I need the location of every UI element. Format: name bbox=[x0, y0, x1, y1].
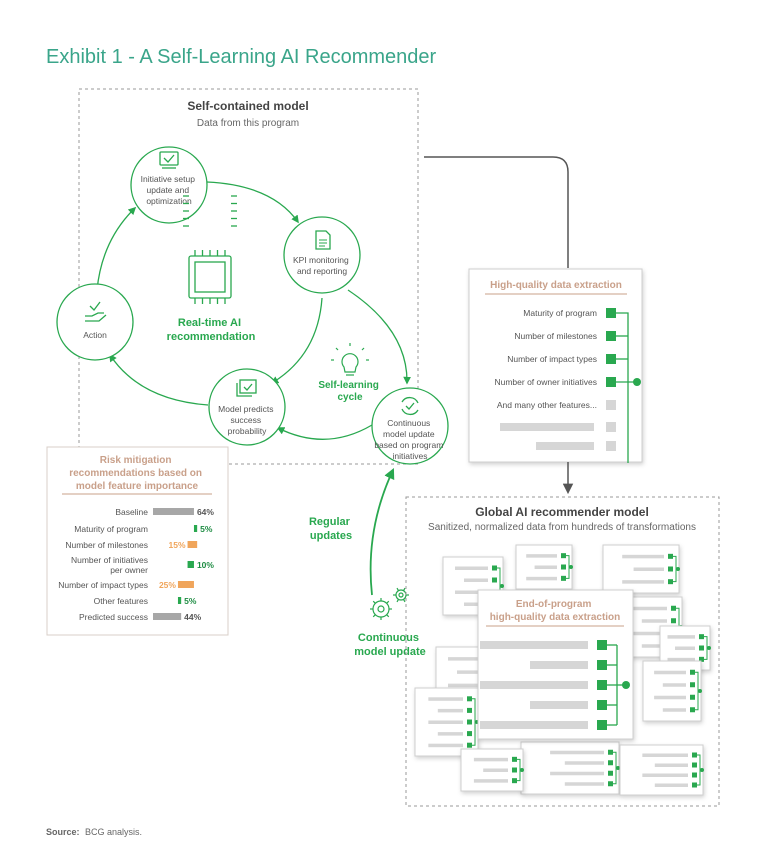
arrow-setup-to-kpi bbox=[206, 181, 299, 224]
risk-category-label: Maturity of program bbox=[74, 524, 148, 534]
risk-title: Risk mitigation recommendations based on… bbox=[69, 455, 205, 492]
risk-waterfall-chart: Baseline 64% Maturity of program 5% Number o… bbox=[58, 507, 214, 622]
risk-bar bbox=[193, 525, 198, 532]
risk-category-label: Predicted success bbox=[79, 612, 148, 622]
hq-feature-label: Number of owner initiatives bbox=[494, 377, 597, 387]
mini-data-card bbox=[414, 687, 479, 757]
mini-data-card bbox=[619, 744, 704, 796]
refresh-check-icon bbox=[401, 396, 419, 416]
mini-data-card bbox=[520, 741, 620, 795]
risk-category-label: Baseline bbox=[115, 507, 148, 517]
node-setup-label: Initiative setup update and optimization bbox=[141, 174, 198, 206]
regular-updates-label: Regular updates bbox=[309, 516, 353, 542]
node-kpi-monitoring: KPI monitoring and reporting bbox=[283, 216, 361, 294]
risk-value-label: 15% bbox=[169, 540, 186, 550]
hq-placeholder-row bbox=[536, 441, 616, 451]
end-program-row bbox=[530, 700, 617, 710]
mini-data-card bbox=[642, 660, 702, 722]
arrow-predict-to-action bbox=[109, 353, 209, 406]
global-model-subtitle: Sanitized, normalized data from hundreds… bbox=[428, 522, 696, 533]
hq-feature-row: Number of owner initiatives bbox=[494, 377, 616, 387]
end-program-node bbox=[622, 681, 630, 689]
risk-bar bbox=[187, 561, 194, 568]
hq-feature-label: Number of impact types bbox=[507, 354, 597, 364]
node-action-label: Action bbox=[83, 330, 107, 340]
hq-extraction-card: High-quality data extraction Maturity of… bbox=[468, 268, 643, 463]
risk-bar bbox=[177, 581, 194, 588]
continuous-update-label: Continuous model update bbox=[354, 632, 426, 658]
arrow-regular-updates bbox=[369, 468, 395, 596]
node-predict-label: Model predicts success probability bbox=[218, 404, 276, 436]
risk-bar bbox=[187, 541, 198, 548]
self-contained-model-panel: Self-contained model Data from this prog… bbox=[78, 88, 419, 465]
hq-bracket bbox=[616, 312, 629, 463]
node-continuous-update: Continuous model update based on program… bbox=[371, 387, 449, 465]
risk-value-label: 44% bbox=[184, 612, 201, 622]
hq-feature-label: Maturity of program bbox=[523, 308, 597, 318]
hq-feature-row: Maturity of program bbox=[523, 308, 616, 318]
risk-category-label: Other features bbox=[94, 596, 148, 606]
risk-bar bbox=[153, 508, 194, 515]
risk-value-label: 64% bbox=[197, 507, 214, 517]
hq-feature-row: And many other features... bbox=[497, 400, 616, 410]
feature-marker bbox=[606, 377, 616, 387]
gears-icon bbox=[370, 587, 409, 620]
risk-value-label: 10% bbox=[197, 560, 214, 570]
end-program-row bbox=[480, 720, 617, 730]
risk-value-label: 5% bbox=[200, 524, 213, 534]
risk-bar bbox=[177, 597, 182, 604]
risk-category-label: Number of milestones bbox=[65, 540, 148, 550]
center-recommendation-label: Real-time AI recommendation bbox=[167, 317, 256, 343]
arrow-action-to-setup bbox=[96, 206, 137, 291]
end-program-row bbox=[480, 640, 617, 650]
mini-data-card bbox=[602, 544, 680, 594]
self-learning-label: Self-learning cycle bbox=[318, 380, 381, 403]
feature-marker bbox=[606, 400, 616, 410]
hq-feature-label: And many other features... bbox=[497, 400, 597, 410]
end-of-program-title: End-of-program high-quality data extract… bbox=[490, 599, 621, 623]
document-icon bbox=[315, 230, 331, 250]
feature-marker bbox=[606, 354, 616, 364]
risk-mitigation-card: Risk mitigation recommendations based on… bbox=[46, 446, 229, 636]
end-of-program-card: End-of-program high-quality data extract… bbox=[477, 589, 634, 740]
mini-data-card bbox=[460, 748, 524, 792]
chart-check-icon bbox=[236, 379, 257, 397]
monitor-check-icon bbox=[159, 151, 179, 169]
node-model-predicts: Model predicts success probability bbox=[208, 368, 286, 446]
risk-value-label: 25% bbox=[159, 580, 176, 590]
hq-feature-label: Number of milestones bbox=[514, 331, 597, 341]
end-program-row bbox=[480, 680, 617, 690]
arrow-kpi-to-update bbox=[347, 289, 412, 385]
feature-marker bbox=[606, 331, 616, 341]
hq-extraction-title: High-quality data extraction bbox=[490, 280, 622, 291]
node-kpi-label: KPI monitoring and reporting bbox=[293, 255, 351, 276]
hq-placeholder-row bbox=[500, 422, 616, 432]
global-model-title: Global AI recommender model bbox=[475, 505, 649, 519]
connector-line-to-extraction bbox=[424, 156, 569, 268]
global-model-panel: Global AI recommender model Sanitized, n… bbox=[405, 496, 720, 807]
hand-check-icon bbox=[85, 301, 107, 322]
node-initiative-setup: Initiative setup update and optimization bbox=[130, 146, 208, 224]
cycle-arrows bbox=[96, 181, 412, 440]
node-action: Action bbox=[56, 283, 134, 361]
self-contained-title: Self-contained model bbox=[187, 99, 308, 113]
self-contained-subtitle: Data from this program bbox=[197, 118, 299, 129]
hq-feature-row: Number of impact types bbox=[507, 354, 616, 364]
risk-category-label: Number of impact types bbox=[58, 580, 148, 590]
mini-data-card bbox=[515, 544, 573, 590]
hq-feature-row: Number of milestones bbox=[514, 331, 616, 341]
end-program-row bbox=[530, 660, 617, 670]
arrow-update-to-predict bbox=[276, 424, 373, 440]
ai-chip-icon bbox=[183, 195, 237, 304]
risk-value-label: 5% bbox=[184, 596, 197, 606]
exhibit-title: Exhibit 1 - A Self-Learning AI Recommend… bbox=[46, 46, 437, 68]
source-note: Source: BCG analysis. bbox=[46, 827, 142, 837]
node-update-label: Continuous model update based on program… bbox=[374, 418, 445, 461]
feature-marker bbox=[606, 308, 616, 318]
risk-bar bbox=[153, 613, 182, 620]
lightbulb-icon bbox=[331, 343, 369, 376]
arrow-kpi-to-predict bbox=[270, 297, 323, 384]
